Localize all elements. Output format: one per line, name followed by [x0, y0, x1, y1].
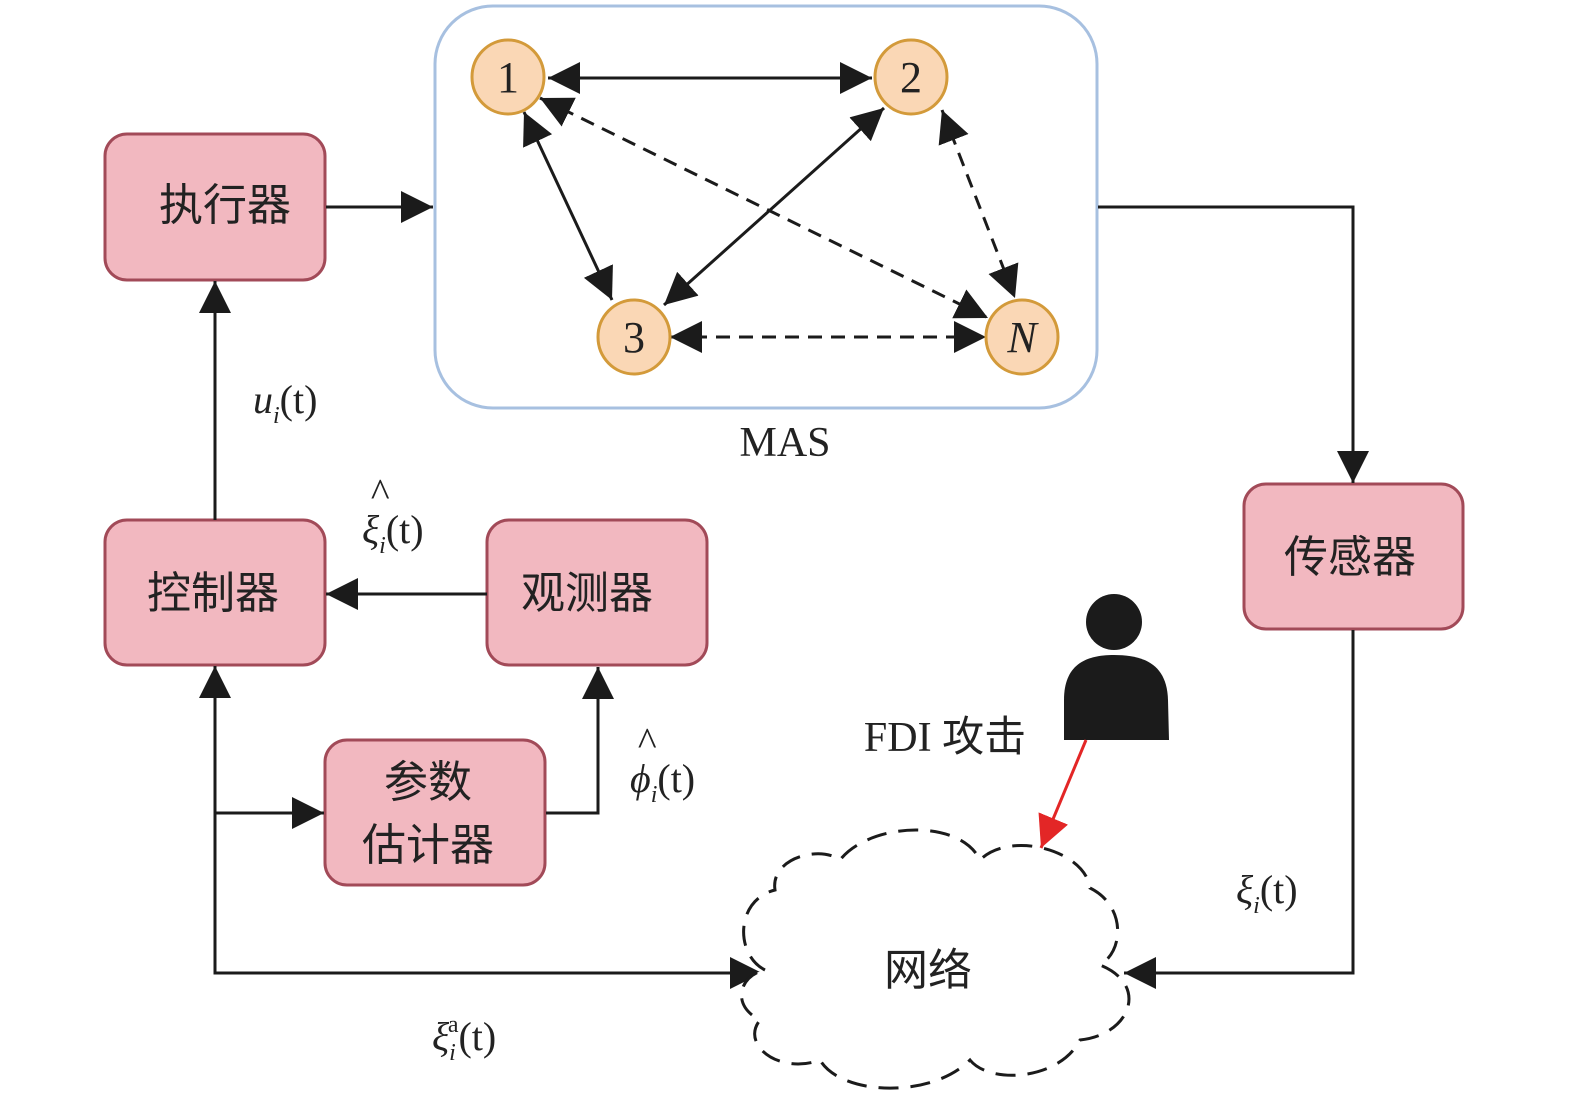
- mas-to-sensor-arrow: [1098, 205, 1369, 483]
- svg-text:ξi(t): ξi(t): [1236, 867, 1298, 919]
- signal-sub: i: [273, 403, 280, 429]
- node-label: 1: [497, 53, 519, 102]
- signal-arg: (t): [280, 377, 318, 422]
- signal-sub: i: [1253, 893, 1260, 919]
- signal-arg: (t): [458, 1014, 496, 1059]
- signal-arg: (t): [657, 756, 695, 801]
- signal-base: u: [253, 377, 273, 422]
- signal-xi-a-label: ξia(t): [432, 1012, 496, 1066]
- attack-arrow: [1038, 739, 1088, 849]
- agent-node-N: N: [984, 298, 1060, 376]
- mas-group: 1 2 3 N: [433, 4, 1099, 410]
- estimator-to-observer-arrow: [546, 667, 614, 815]
- signal-base: ξ: [362, 507, 380, 552]
- parameter-estimator-block: 参数 估计器: [323, 738, 547, 887]
- signal-base: ϕ: [630, 756, 651, 801]
- actuator-label: 执行器: [159, 180, 291, 231]
- sensor-block: 传感器: [1242, 482, 1465, 631]
- signal-base: ξ: [432, 1014, 450, 1059]
- estimator-label-line2: 估计器: [362, 820, 494, 871]
- svg-text:ui(t): ui(t): [253, 377, 317, 429]
- signal-sub: i: [651, 782, 658, 808]
- signal-sup: a: [448, 1012, 459, 1038]
- node-label: 3: [623, 313, 645, 362]
- signal-arg: (t): [386, 507, 424, 552]
- estimator-label-line1: 参数: [384, 757, 472, 808]
- observer-label: 观测器: [521, 568, 653, 619]
- attacker-person-icon: [1064, 594, 1169, 740]
- accent: ^: [637, 719, 657, 764]
- controller-label: 控制器: [147, 568, 279, 619]
- signal-xi-hat-label: ^ ξi(t): [362, 470, 424, 559]
- network-label: 网络: [884, 945, 972, 996]
- actuator-block: 执行器: [103, 132, 327, 282]
- controller-block: 控制器: [103, 518, 327, 667]
- svg-text:ξi(t): ξi(t): [362, 507, 424, 559]
- signal-arg: (t): [1260, 867, 1298, 912]
- node-label: N: [1006, 313, 1039, 362]
- sensor-label: 传感器: [1284, 532, 1416, 583]
- agent-node-2: 2: [873, 38, 949, 116]
- network-to-controller-line: [199, 666, 762, 989]
- network-cloud: 网络: [740, 828, 1131, 1090]
- signal-base: ξ: [1236, 867, 1254, 912]
- agent-node-1: 1: [470, 38, 546, 116]
- node-label: 2: [900, 53, 922, 102]
- signal-sub: i: [449, 1040, 456, 1066]
- signal-phi-hat-label: ^ ϕi(t): [630, 719, 695, 808]
- sensor-to-network-arrow: [1124, 630, 1355, 989]
- svg-text:ξia(t): ξia(t): [432, 1012, 496, 1066]
- signal-xi-label: ξi(t): [1236, 867, 1298, 919]
- mas-label: MAS: [739, 420, 830, 466]
- edge-2-N: [938, 109, 1019, 299]
- agent-node-3: 3: [596, 298, 672, 376]
- accent: ^: [370, 470, 390, 515]
- svg-text:ϕi(t): ϕi(t): [630, 756, 695, 808]
- signal-u-label: ui(t): [253, 377, 317, 429]
- observer-block: 观测器: [485, 518, 709, 667]
- signal-sub: i: [379, 533, 386, 559]
- fdi-attack-label: FDI 攻击: [864, 715, 1026, 761]
- edge-1-N: [539, 96, 989, 320]
